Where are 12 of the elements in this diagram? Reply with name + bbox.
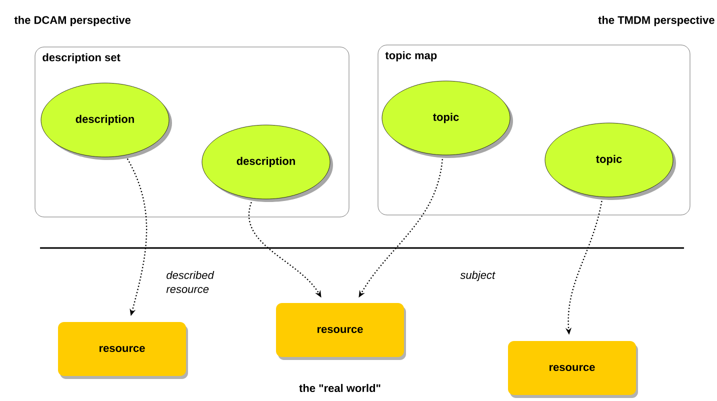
area-caption: the "real world" bbox=[299, 384, 380, 392]
annotation-text: described resource bbox=[166, 270, 214, 294]
ellipse-node: description bbox=[202, 124, 333, 202]
perspective-heading: the TMDM perspective bbox=[598, 16, 714, 26]
resource-box: resource bbox=[276, 302, 406, 360]
resource-box: resource bbox=[508, 340, 638, 398]
ellipse-node: topic bbox=[382, 80, 513, 158]
ellipse-node: description bbox=[40, 82, 172, 160]
annotation-text: subject bbox=[460, 270, 496, 282]
ellipse-node: topic bbox=[544, 122, 676, 200]
perspective-heading: the DCAM perspective bbox=[14, 16, 131, 26]
resource-box: resource bbox=[58, 322, 188, 379]
